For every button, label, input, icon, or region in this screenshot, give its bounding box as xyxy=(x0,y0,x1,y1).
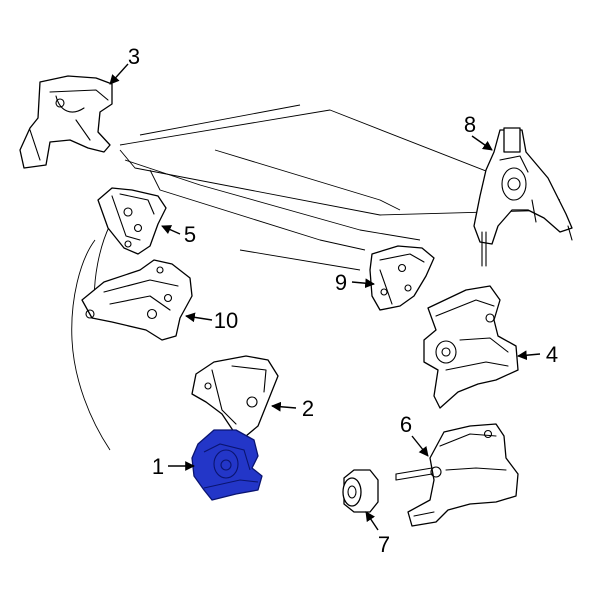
part-8-mount-with-stud xyxy=(473,127,573,267)
part-6-lower-bracket xyxy=(395,423,519,527)
callout-6: 6 xyxy=(400,412,412,437)
part-7-bushing xyxy=(342,469,379,513)
callout-3: 3 xyxy=(128,44,140,69)
callout-4: 4 xyxy=(546,342,558,367)
part-9-small-bracket xyxy=(369,245,435,311)
part-5-small-bracket xyxy=(97,187,167,255)
leader-arrows xyxy=(109,63,541,531)
callout-labels: 3 5 10 8 9 4 2 1 6 7 xyxy=(128,44,558,557)
part-3-upper-bracket xyxy=(19,75,113,169)
part-2-bracket xyxy=(191,355,279,437)
engine-outline xyxy=(71,104,561,451)
callout-7: 7 xyxy=(378,532,390,557)
callout-10: 10 xyxy=(214,308,238,333)
callout-8: 8 xyxy=(464,112,476,137)
callout-1: 1 xyxy=(152,454,164,479)
part-4-right-mount xyxy=(423,285,519,409)
part-10-large-bracket xyxy=(81,259,193,341)
callout-2: 2 xyxy=(302,396,314,421)
part-1-mount-insulator-highlighted xyxy=(191,429,263,501)
callout-5: 5 xyxy=(184,222,196,247)
callout-9: 9 xyxy=(335,270,347,295)
